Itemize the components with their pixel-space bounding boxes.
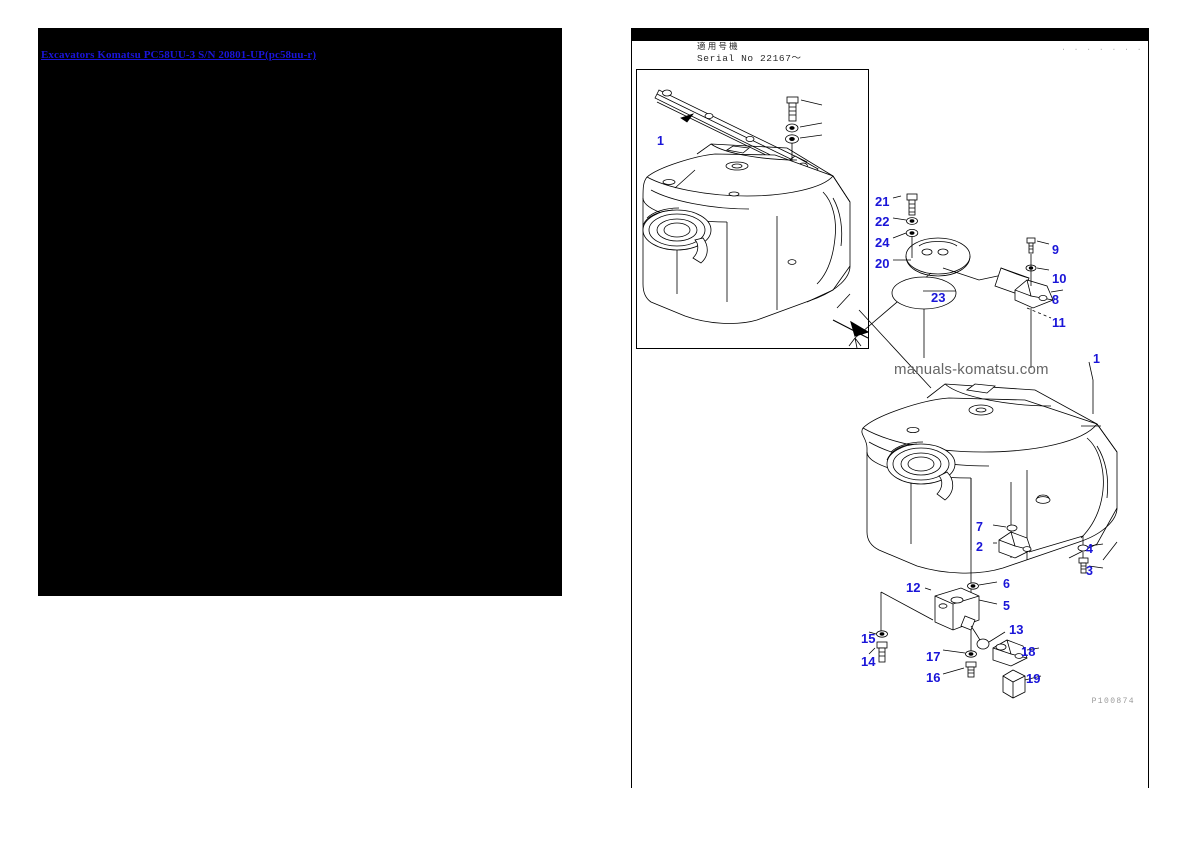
callout-number-22: 22 [875,214,890,229]
callout-number-15: 15 [861,631,876,646]
callout-number-3: 3 [1086,564,1093,578]
inset-detail-box [636,69,869,349]
serial-label-english: Serial No 22167～ [697,53,802,64]
callout-number-21: 21 [875,194,890,209]
callout-number-1: 1 [1093,352,1100,366]
serial-label-japanese: 適用号機 [697,42,740,52]
callout-number-1: 1 [657,134,664,148]
inset-drawing [642,89,868,339]
page-border-left [631,41,632,788]
serial-number-block: 適用号機 Serial No 22167～ [697,42,802,64]
main-parts-drawing [848,193,1118,699]
callout-number-5: 5 [1003,599,1010,613]
callout-number-20: 20 [875,256,890,271]
drawing-footer-code: P100874 [1091,697,1135,706]
callout-number-6: 6 [1003,577,1010,591]
callout-number-8: 8 [1052,293,1059,307]
callout-number-4: 4 [1086,542,1093,556]
callout-number-17: 17 [926,649,941,664]
callout-number-7: 7 [976,520,983,534]
callout-number-11: 11 [1052,315,1066,330]
callout-number-9: 9 [1052,243,1059,257]
callout-number-12: 12 [906,580,921,595]
callout-number-2: 2 [976,540,983,554]
parts-diagram-page: . . . . . . . 適用号機 Serial No 22167～ [631,28,1149,788]
callout-number-14: 14 [861,654,876,669]
callout-number-16: 16 [926,670,941,685]
header-dotted-mark: . . . . . . . [1061,44,1143,53]
callout-number-10: 10 [1052,271,1067,286]
diagram-header-bar [631,28,1149,41]
callout-number-18: 18 [1021,644,1036,659]
page-title-link[interactable]: Excavators Komatsu PC58UU-3 S/N 20801-UP… [41,49,317,61]
callout-number-19: 19 [1026,671,1041,686]
callout-number-24: 24 [875,235,890,250]
callout-number-13: 13 [1009,622,1024,637]
left-content-panel: Excavators Komatsu PC58UU-3 S/N 20801-UP… [38,28,562,596]
page-border-right [1148,41,1149,788]
callout-number-23: 23 [931,290,946,305]
